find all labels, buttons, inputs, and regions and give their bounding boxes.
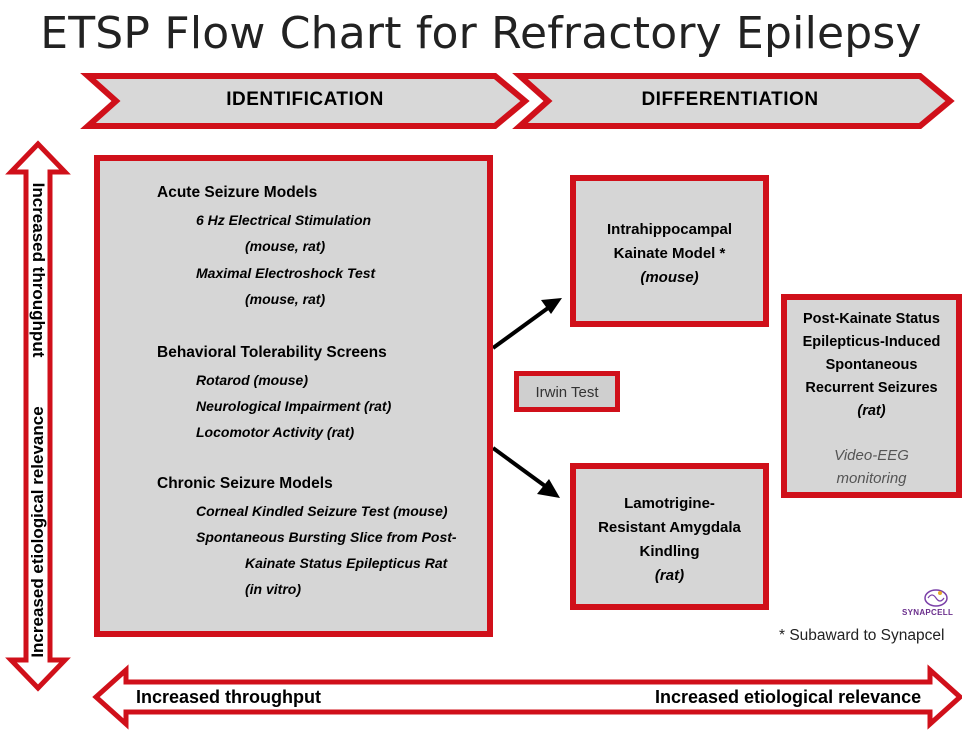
post-kainate-line-1: Post-Kainate Status [803, 311, 940, 327]
page-title: ETSP Flow Chart for Refractory Epilepsy [40, 8, 922, 59]
differentiation-label: DIFFERENTIATION [641, 89, 819, 110]
synapcell-logo: SYNAPCELL [896, 586, 962, 622]
kainate-line-3: (mouse) [640, 269, 699, 286]
irwin-test-label: Irwin Test [535, 384, 599, 401]
acute-item-2: Maximal Electroshock Test [196, 265, 376, 281]
post-kainate-line-7: monitoring [836, 470, 907, 487]
behavioral-item-1: Rotarod (mouse) [196, 372, 308, 388]
horizontal-right-label: Increased etiological relevance [655, 687, 922, 707]
lamotrigine-line-4: (rat) [654, 567, 685, 584]
behavioral-item-3: Locomotor Activity (rat) [196, 424, 355, 440]
lamotrigine-box: Lamotrigine- Resistant Amygdala Kindling… [570, 463, 769, 610]
vertical-bottom-label: Increased etiological relevance [28, 406, 47, 658]
behavioral-heading: Behavioral Tolerability Screens [157, 344, 387, 361]
differentiation-chevron [512, 73, 955, 129]
post-kainate-line-4: Recurrent Seizures [805, 380, 938, 396]
vertical-top-label: Increased throughput [29, 182, 48, 358]
horizontal-left-label: Increased throughput [136, 687, 322, 707]
arrow-to-lamotrigine [491, 446, 560, 498]
acute-item-1-sub: (mouse, rat) [245, 238, 326, 254]
post-kainate-line-2: Epilepticus-Induced [802, 334, 941, 350]
acute-heading: Acute Seizure Models [157, 184, 318, 201]
chronic-heading: Chronic Seizure Models [157, 475, 333, 492]
chronic-item-2: Spontaneous Bursting Slice from Post- [196, 529, 457, 545]
horizontal-double-arrow [92, 664, 962, 730]
lamotrigine-line-1: Lamotrigine- [624, 495, 715, 512]
acute-item-1: 6 Hz Electrical Stimulation [196, 212, 372, 228]
subaward-note: * Subaward to Synapcel [779, 627, 945, 644]
acute-item-2-sub: (mouse, rat) [245, 291, 326, 307]
arrow-to-kainate [491, 298, 562, 350]
irwin-test-box: Irwin Test [514, 371, 620, 412]
kainate-line-2: Kainate Model * [613, 245, 726, 262]
kainate-line-1: Intrahippocampal [606, 221, 733, 238]
identification-chevron [80, 73, 530, 129]
behavioral-item-2: Neurological Impairment (rat) [196, 398, 392, 414]
brain-icon [924, 589, 948, 607]
post-kainate-line-6: Video-EEG [834, 447, 909, 464]
chronic-item-2-sub: (in vitro) [245, 581, 301, 597]
vertical-double-arrow [5, 140, 71, 692]
post-kainate-line-5: (rat) [857, 403, 886, 419]
kainate-model-box: Intrahippocampal Kainate Model * (mouse) [570, 175, 769, 327]
lamotrigine-line-2: Resistant Amygdala [598, 519, 741, 536]
post-kainate-line-3: Spontaneous [825, 357, 918, 373]
chronic-item-1: Corneal Kindled Seizure Test (mouse) [196, 503, 448, 519]
post-kainate-box: Post-Kainate Status Epilepticus-Induced … [781, 294, 962, 498]
identification-label: IDENTIFICATION [226, 89, 384, 110]
synapcell-logo-text: SYNAPCELL [902, 608, 954, 617]
chronic-item-2-cont: Kainate Status Epilepticus Rat [245, 555, 448, 571]
lamotrigine-line-3: Kindling [639, 543, 700, 560]
identification-box: Acute Seizure Models 6 Hz Electrical Sti… [94, 155, 493, 637]
